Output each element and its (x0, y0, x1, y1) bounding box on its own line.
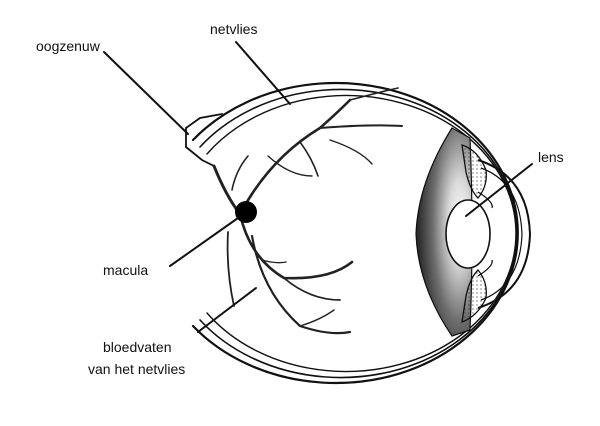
label-lens: lens (538, 149, 564, 165)
label-macula: macula (103, 262, 148, 278)
cornea-inner (480, 167, 523, 301)
crystalline-lens (445, 199, 491, 269)
retinal-blood-vessels (212, 87, 403, 335)
label-netvlies: netvlies (210, 21, 257, 37)
label-bloedvaten: bloedvaten (103, 339, 172, 355)
label-van-het-netvlies: van het netvlies (88, 361, 185, 377)
cornea (477, 159, 532, 309)
iris (461, 144, 493, 323)
label-oogzenuw: oogzenuw (36, 38, 101, 54)
leader-lines (103, 41, 533, 333)
macula-spot (235, 201, 257, 223)
eyeball-outline (191, 81, 519, 385)
optic-nerve (185, 113, 223, 167)
